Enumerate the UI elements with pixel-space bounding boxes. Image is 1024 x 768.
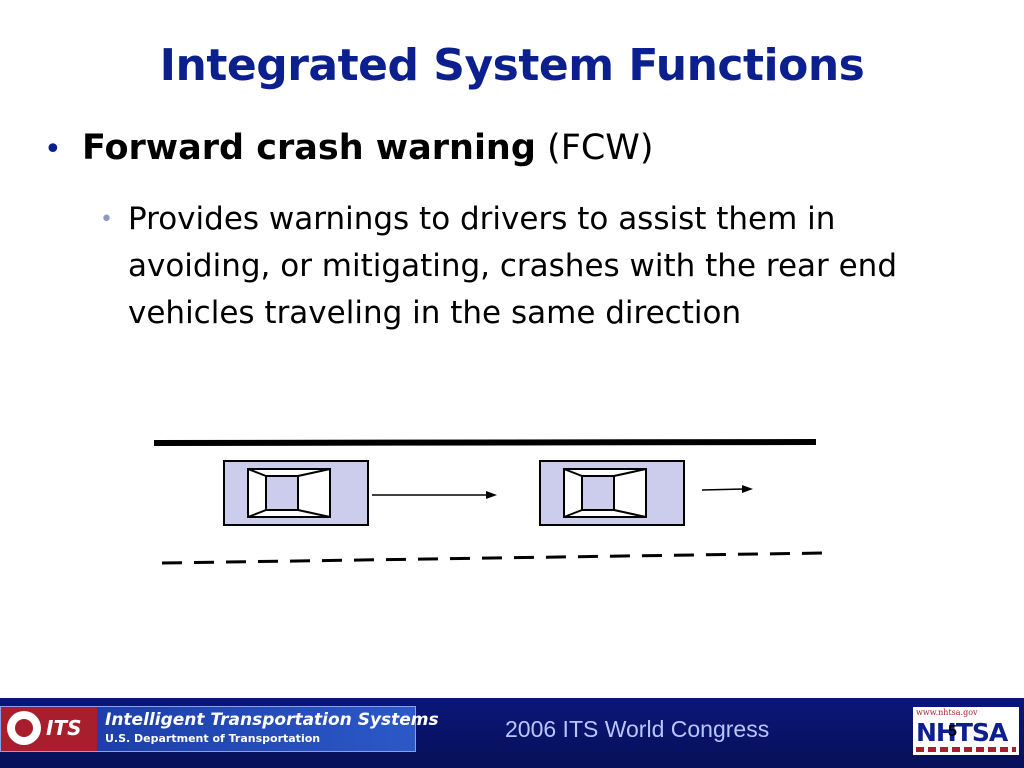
nhtsa-name: NHTSA bbox=[916, 718, 1008, 747]
sub-bullet-dot-icon: • bbox=[100, 207, 113, 232]
bullet-bold-text: Forward crash warning bbox=[82, 128, 536, 168]
nhtsa-stripes-icon bbox=[916, 747, 1016, 752]
road-dashed-lane bbox=[161, 551, 825, 565]
slide-title: Integrated System Functions bbox=[159, 40, 865, 91]
its-logo: ITS Intelligent Transportation Systems U… bbox=[0, 706, 439, 752]
bullet-dot-icon: • bbox=[44, 132, 62, 167]
its-department: U.S. Department of Transportation bbox=[105, 732, 321, 745]
nhtsa-url: www.nhtsa.gov bbox=[916, 708, 978, 717]
bullet-normal-text: (FCW) bbox=[547, 128, 654, 168]
arrow-right-icon-rear bbox=[372, 491, 497, 499]
vehicle-icon-rear bbox=[223, 460, 369, 526]
page-number: 5 bbox=[948, 723, 957, 740]
road-solid-edge bbox=[153, 439, 817, 446]
sub-bullet-text: Provides warnings to drivers to assist t… bbox=[128, 201, 898, 331]
arrow-right-icon-front bbox=[701, 485, 753, 493]
fcw-diagram bbox=[153, 439, 825, 565]
congress-label: 2006 ITS World Congress bbox=[505, 716, 770, 742]
vehicle-icon-front bbox=[539, 460, 685, 526]
nhtsa-logo: www.nhtsa.gov NHTSA bbox=[913, 707, 1019, 755]
bullet-level1: • Forward crash warning (FCW) bbox=[44, 128, 654, 168]
its-name: Intelligent Transportation Systems bbox=[105, 710, 439, 730]
bullet-level2: • Provides warnings to drivers to assist… bbox=[100, 196, 930, 337]
its-emblem-icon bbox=[7, 711, 41, 745]
footer-bar: ITS Intelligent Transportation Systems U… bbox=[0, 698, 1024, 768]
its-abbr: ITS bbox=[46, 716, 82, 740]
